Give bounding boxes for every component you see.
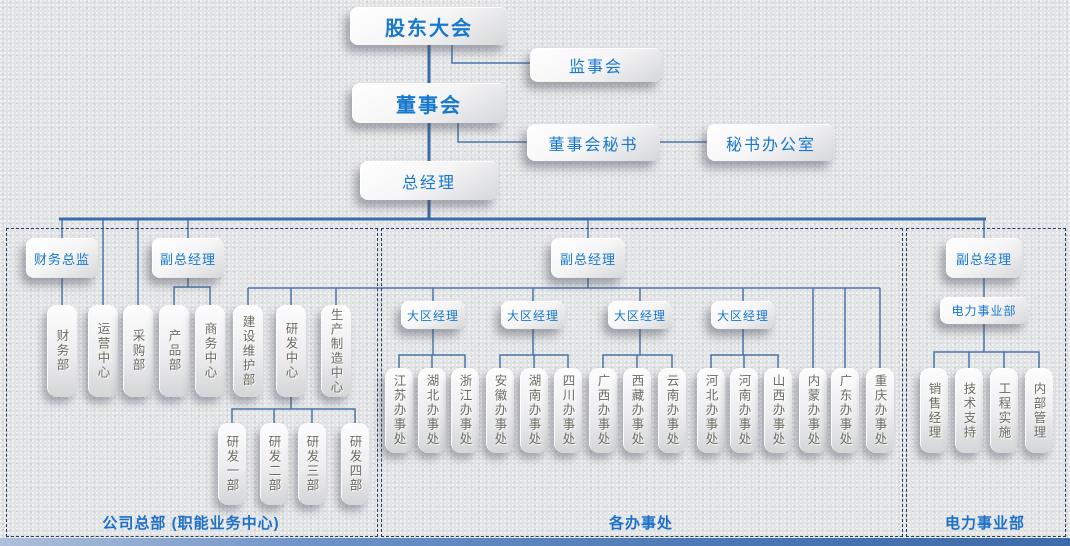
node-shanxi-office: 山西办事处 <box>764 368 792 453</box>
node-engineering-implementation: 工程实施 <box>990 368 1018 453</box>
node-label: 研发中心 <box>283 322 298 380</box>
node-business-center: 商务中心 <box>195 305 225 397</box>
node-label: 西藏办事处 <box>629 374 644 447</box>
node-label: 财务部 <box>54 329 69 373</box>
node-construction-maintenance-dept: 建设维护部 <box>233 305 263 397</box>
node-label: 广东办事处 <box>837 374 852 447</box>
node-rd-center: 研发中心 <box>276 305 306 397</box>
hq-section-label: 公司总部 (职能业务中心) <box>102 515 280 532</box>
node-label: 产品部 <box>166 329 181 373</box>
node-label: 湖南办事处 <box>526 374 541 447</box>
node-neimeng-office: 内蒙办事处 <box>799 368 827 453</box>
node-power-division: 电力事业部 <box>940 297 1028 324</box>
node-chongqing-office: 重庆办事处 <box>866 368 894 453</box>
node-label: 工程实施 <box>996 381 1011 440</box>
node-label: 生产制造中心 <box>328 307 343 395</box>
node-guangdong-office: 广东办事处 <box>831 368 859 453</box>
node-deputy-gm-power: 副总经理 <box>946 238 1022 278</box>
node-label: 重庆办事处 <box>872 374 887 447</box>
node-sales-manager: 销售经理 <box>920 368 948 453</box>
footer-accent-bar <box>0 538 1070 546</box>
node-finance-dept: 财务部 <box>47 305 77 397</box>
node-tech-support: 技术支持 <box>955 368 983 453</box>
node-hebei-office: 河北办事处 <box>697 368 725 453</box>
node-procurement-dept: 采购部 <box>123 305 153 397</box>
node-label: 内部管理 <box>1031 381 1046 440</box>
node-shareholders-meeting: 股东大会 <box>350 7 508 45</box>
node-product-dept: 产品部 <box>159 305 189 397</box>
node-henan-office: 河南办事处 <box>730 368 758 453</box>
node-cfo: 财务总监 <box>26 238 98 278</box>
node-sichuan-office: 四川办事处 <box>554 368 582 453</box>
node-production-manufacturing-center: 生产制造中心 <box>321 305 351 397</box>
node-guangxi-office: 广西办事处 <box>589 368 617 453</box>
offices-section-label: 各办事处 <box>608 515 673 532</box>
node-label: 河北办事处 <box>703 374 718 447</box>
node-operations-center: 运营中心 <box>88 305 118 397</box>
node-label: 商务中心 <box>202 322 217 380</box>
node-label: 采购部 <box>130 329 145 373</box>
node-label: 四川办事处 <box>560 374 575 447</box>
node-rd-dept-2: 研发二部 <box>260 423 288 505</box>
node-regional-manager-4: 大区经理 <box>711 301 775 329</box>
node-deputy-gm-hq: 副总经理 <box>152 238 224 278</box>
node-label: 研发一部 <box>224 435 239 493</box>
hq-section-frame <box>6 228 378 537</box>
node-rd-dept-4: 研发四部 <box>341 423 369 505</box>
node-label: 河南办事处 <box>736 374 751 447</box>
node-anhui-office: 安徽办事处 <box>486 368 514 453</box>
node-jiangsu-office: 江苏办事处 <box>385 368 413 453</box>
node-board-of-directors: 董事会 <box>352 83 506 123</box>
node-label: 安徽办事处 <box>492 374 507 447</box>
node-label: 研发三部 <box>304 435 319 493</box>
offices-section-frame <box>381 228 903 537</box>
node-zhejiang-office: 浙江办事处 <box>451 368 479 453</box>
node-label: 浙江办事处 <box>457 374 472 447</box>
node-label: 湖北办事处 <box>424 374 439 447</box>
power-section-frame <box>906 228 1066 537</box>
node-label: 销售经理 <box>926 381 941 440</box>
node-label: 江苏办事处 <box>391 374 406 447</box>
node-label: 山西办事处 <box>770 374 785 447</box>
node-label: 研发四部 <box>347 435 362 493</box>
power-section-label: 电力事业部 <box>944 515 1025 532</box>
node-hubei-office: 湖北办事处 <box>418 368 446 453</box>
node-yunnan-office: 云南办事处 <box>658 368 686 453</box>
node-xizang-office: 西藏办事处 <box>623 368 651 453</box>
node-internal-management: 内部管理 <box>1025 368 1053 453</box>
node-label: 内蒙办事处 <box>805 374 820 447</box>
node-label: 运营中心 <box>95 322 110 380</box>
node-label: 广西办事处 <box>595 374 610 447</box>
node-rd-dept-1: 研发一部 <box>218 423 246 505</box>
node-label: 研发二部 <box>266 435 281 493</box>
node-general-manager: 总经理 <box>360 161 498 200</box>
node-secretary-office: 秘书办公室 <box>707 124 835 161</box>
node-regional-manager-1: 大区经理 <box>401 301 465 329</box>
node-deputy-gm-offices: 副总经理 <box>551 238 625 278</box>
node-label: 建设维护部 <box>240 314 255 388</box>
node-regional-manager-3: 大区经理 <box>608 301 672 329</box>
node-regional-manager-2: 大区经理 <box>501 301 565 329</box>
node-board-secretary: 董事会秘书 <box>527 124 660 161</box>
node-hunan-office: 湖南办事处 <box>520 368 548 453</box>
node-supervisory-board: 监事会 <box>530 48 662 82</box>
node-rd-dept-3: 研发三部 <box>298 423 326 505</box>
node-label: 技术支持 <box>961 381 976 440</box>
node-label: 云南办事处 <box>664 374 679 447</box>
